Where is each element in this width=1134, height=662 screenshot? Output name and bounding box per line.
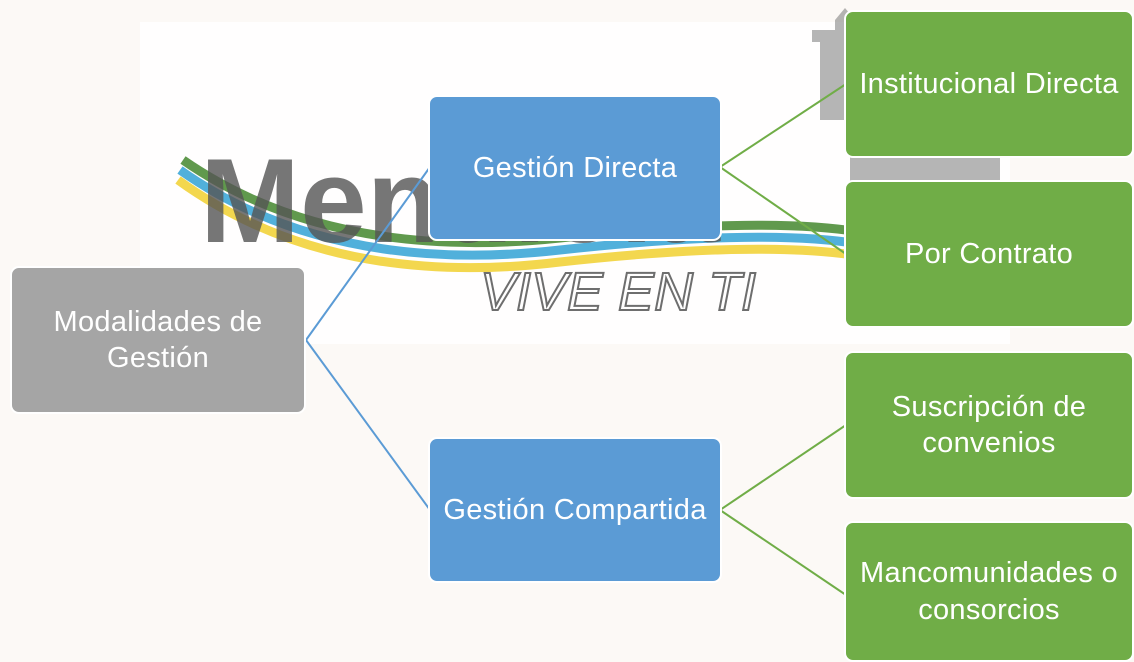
node-root: Modalidades de Gestión — [10, 266, 306, 414]
node-por-contrato-label: Por Contrato — [904, 237, 1073, 270]
connector-root-to-gestion-compartida — [305, 339, 431, 511]
node-suscripcion-convenios-label: Suscripción de convenios — [891, 390, 1087, 459]
node-institucional-directa-label: Institucional Directa — [859, 67, 1119, 100]
node-por-contrato: Por Contrato — [844, 180, 1134, 328]
logo-slogan: VIVE EN TI — [480, 262, 756, 322]
node-mancomunidades-consorcios: Mancomunidades o consorcios — [844, 521, 1134, 662]
node-gestion-directa: Gestión Directa — [428, 95, 722, 241]
connector-directa-to-institucional — [719, 83, 847, 168]
node-mancomunidades-consorcios-label: Mancomunidades o consorcios — [860, 557, 1118, 626]
node-gestion-compartida: Gestión Compartida — [428, 437, 722, 583]
node-root-label: Modalidades de Gestión — [53, 305, 263, 374]
node-institucional-directa: Institucional Directa — [844, 10, 1134, 158]
connector-compartida-to-convenios — [719, 424, 847, 511]
connector-root-to-gestion-directa — [305, 166, 431, 341]
node-suscripcion-convenios: Suscripción de convenios — [844, 351, 1134, 499]
connector-directa-to-contrato — [719, 166, 847, 255]
node-gestion-compartida-label: Gestión Compartida — [443, 493, 707, 526]
connector-compartida-to-mancomunidades — [719, 509, 847, 596]
node-gestion-directa-label: Gestión Directa — [472, 151, 678, 184]
